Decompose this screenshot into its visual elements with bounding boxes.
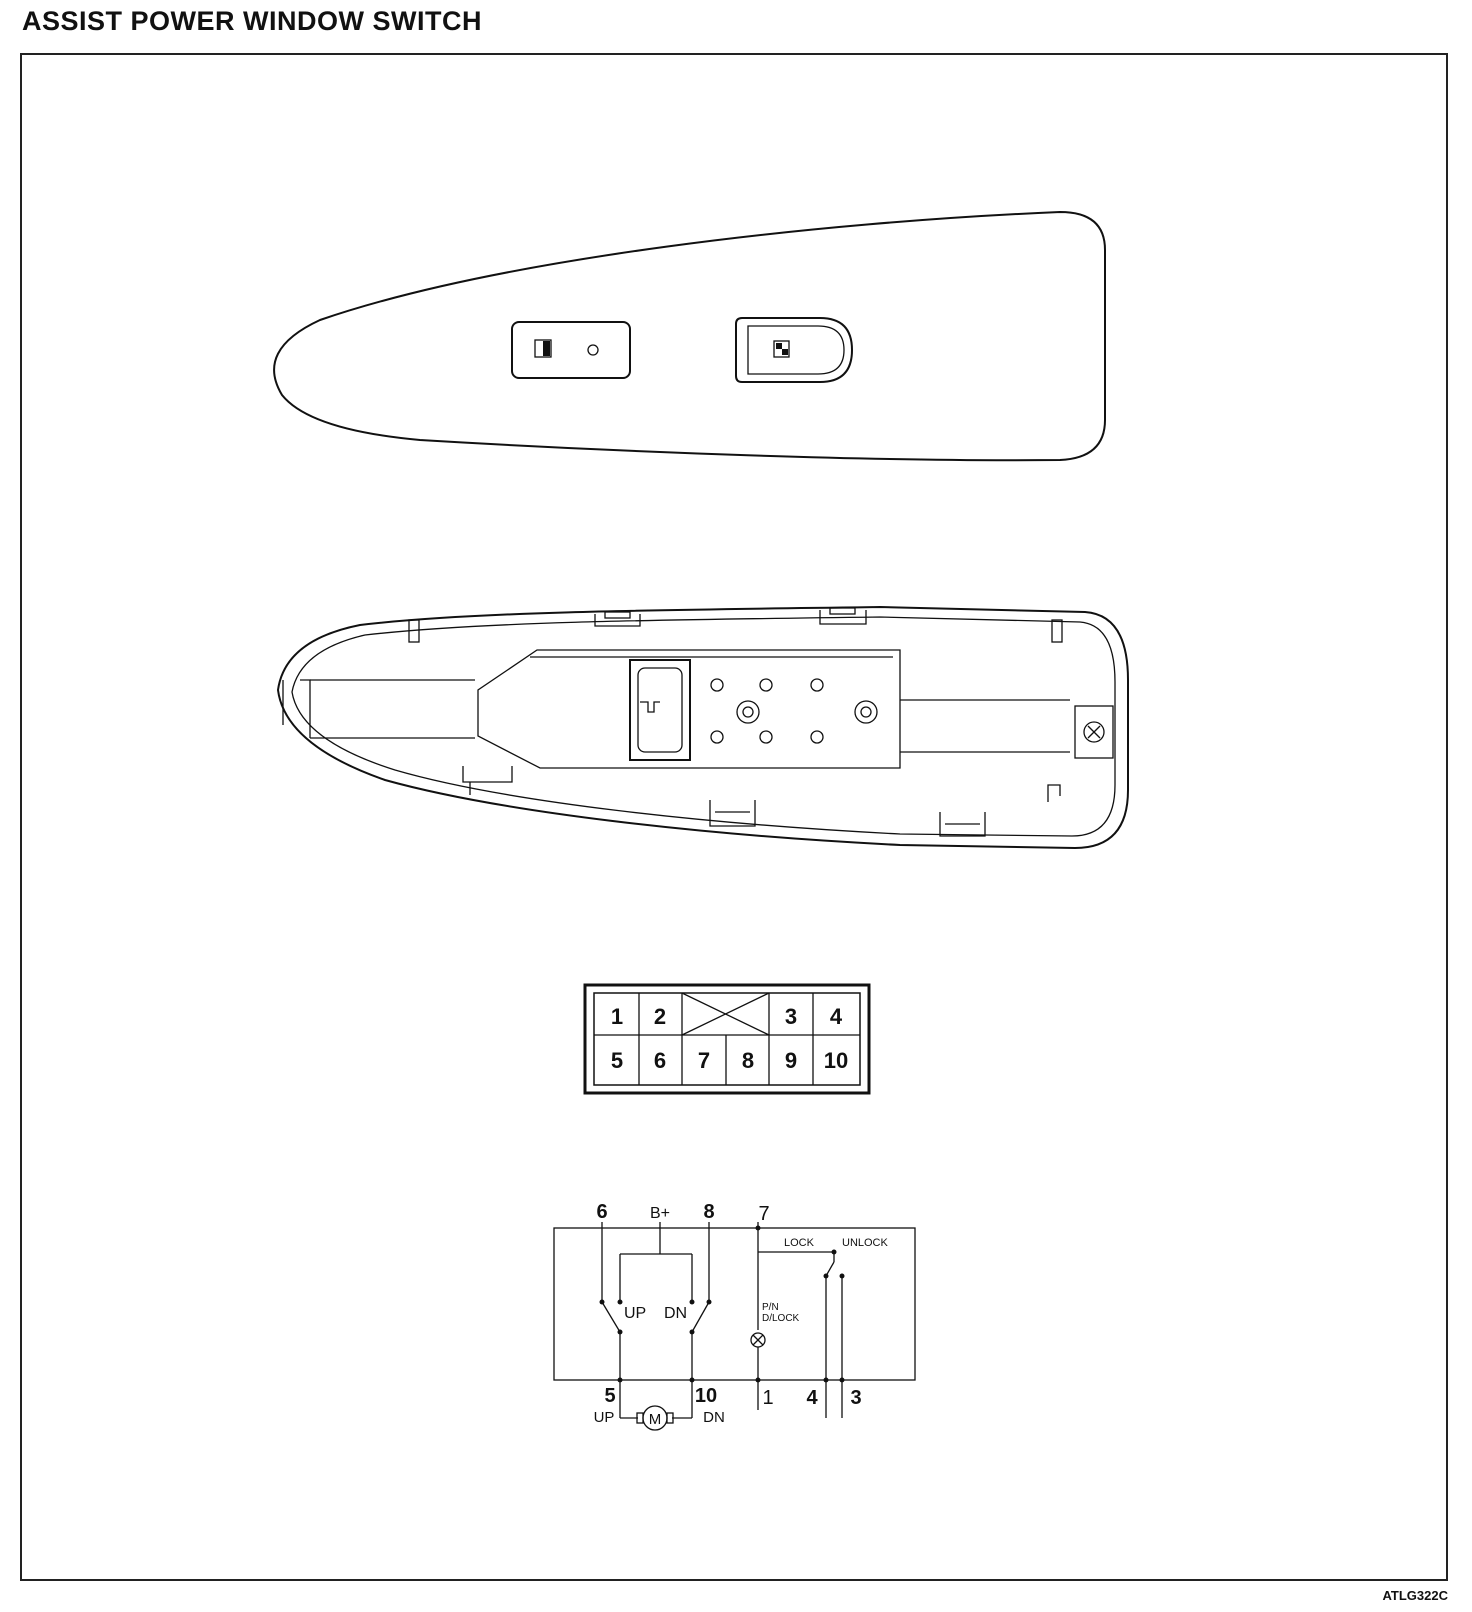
terminal-holes	[710, 678, 878, 744]
connector-socket	[629, 659, 691, 761]
terminal-1-label: 1	[762, 1387, 773, 1409]
up-switch-label: UP	[624, 1305, 646, 1322]
dn-switch-label: DN	[664, 1305, 687, 1322]
rear-housing-outline	[276, 605, 1129, 850]
pin-label: 8	[742, 1048, 754, 1073]
pin-label: 7	[698, 1048, 710, 1073]
terminal-10-label: 10	[695, 1385, 717, 1407]
figure-code: ATLG322C	[1382, 1588, 1449, 1603]
switch-housing-outline	[273, 210, 1106, 462]
switch-rear-view	[276, 605, 1129, 850]
pin-label: 10	[824, 1048, 848, 1073]
switch-top-view	[273, 210, 1106, 462]
pin-label: 3	[785, 1004, 797, 1029]
diagram-frame	[20, 53, 1448, 1581]
window-switch-knob[interactable]	[735, 317, 854, 383]
motor-icon: M	[636, 1405, 674, 1431]
motor-label: M	[649, 1411, 662, 1428]
switch-body-box	[553, 1227, 916, 1381]
terminal-7-label: 7	[758, 1203, 769, 1225]
pin-label: 9	[785, 1048, 797, 1073]
lock-button[interactable]	[511, 321, 631, 379]
terminal-3-label: 3	[850, 1387, 861, 1409]
screw-icon	[1074, 705, 1114, 759]
connector-pinout: 1 2 3 4 5 6 7 8 9 10	[583, 983, 871, 1095]
terminal-5-label: 5	[604, 1385, 615, 1407]
terminal-bplus-label: B+	[650, 1205, 670, 1222]
lock-label: LOCK	[784, 1237, 815, 1249]
pin-label: 6	[654, 1048, 666, 1073]
pin-label: 5	[611, 1048, 623, 1073]
unlock-label: UNLOCK	[842, 1237, 889, 1249]
terminal-pad	[477, 649, 901, 769]
pn-label: P/N	[762, 1302, 779, 1313]
indicator-dot	[587, 344, 599, 356]
terminal-4-label: 4	[806, 1387, 818, 1409]
terminal-8-label: 8	[703, 1201, 714, 1223]
terminal-10-dn-label: DN	[703, 1409, 725, 1426]
pin-label: 4	[830, 1004, 843, 1029]
retaining-clips	[408, 607, 1063, 837]
terminal-5-up-label: UP	[594, 1409, 615, 1426]
dlock-label: D/LOCK	[762, 1313, 800, 1324]
pin-label: 1	[611, 1004, 623, 1029]
page-title: ASSIST POWER WINDOW SWITCH	[22, 6, 482, 36]
terminal-6-label: 6	[596, 1201, 607, 1223]
wiring-schematic: 6 B+ 8 7 UP DN P/N D/LOCK	[553, 1201, 916, 1431]
pin-label: 2	[654, 1004, 666, 1029]
